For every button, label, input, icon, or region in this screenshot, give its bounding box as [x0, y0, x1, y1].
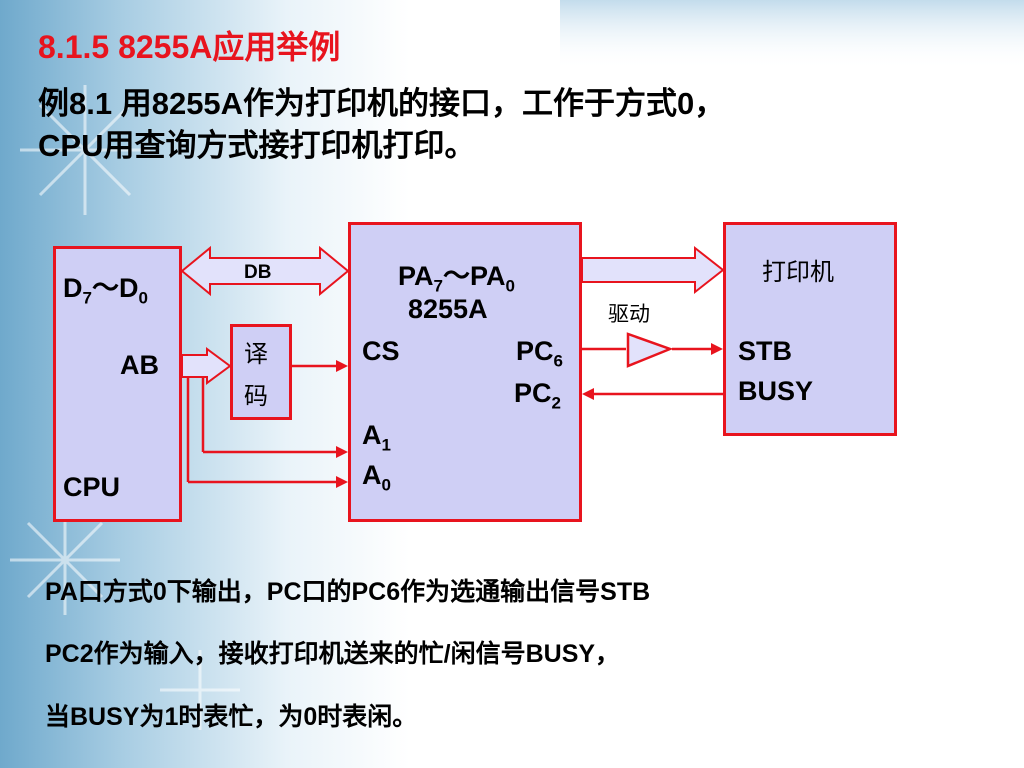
printer-stb-pin: STB [738, 336, 792, 366]
lead-line-1: 例8.1 用8255A作为打印机的接口，工作于方式0， [38, 86, 726, 121]
address-bus-arrow [181, 347, 232, 385]
cpu-block [53, 246, 182, 522]
driver-label: 驱动 [608, 302, 650, 326]
printer-name: 打印机 [762, 258, 834, 286]
printer-block [723, 222, 897, 436]
lead-line-2: CPU用查询方式接打印机打印。 [38, 128, 476, 163]
pa-output-arrow [581, 245, 725, 295]
chip-8255a-block [348, 222, 582, 522]
chip-a0-pin: A0 [362, 460, 391, 495]
slide-title: 8.1.5 8255A应用举例 [38, 29, 341, 65]
decoder-label-2: 码 [244, 382, 268, 410]
chip-pa-pins: PA7～PA0 [398, 261, 515, 296]
cpu-address-label: AB [120, 350, 159, 380]
chip-pc2-pin: PC2 [514, 378, 561, 413]
chip-cs-pin: CS [362, 336, 400, 366]
printer-busy-pin: BUSY [738, 376, 814, 406]
decoder-block [230, 324, 292, 420]
chip-pc6-pin: PC6 [516, 336, 563, 371]
note-line-2: PC2作为输入，接收打印机送来的忙/闲信号BUSY， [45, 640, 621, 668]
decoder-label-1: 译 [244, 340, 268, 368]
chip-name: 8255A [408, 294, 488, 324]
note-line-3: 当BUSY为1时表忙，为0时表闲。 [45, 703, 418, 731]
cpu-name: CPU [63, 472, 121, 502]
chip-a1-pin: A1 [362, 420, 391, 455]
data-bus-label: DB [244, 262, 272, 283]
driver-buffer [626, 332, 674, 368]
note-line-1: PA口方式0下输出，PC口的PC6作为选通输出信号STB [45, 578, 651, 606]
cpu-data-pins: D7～D0 [63, 273, 148, 308]
